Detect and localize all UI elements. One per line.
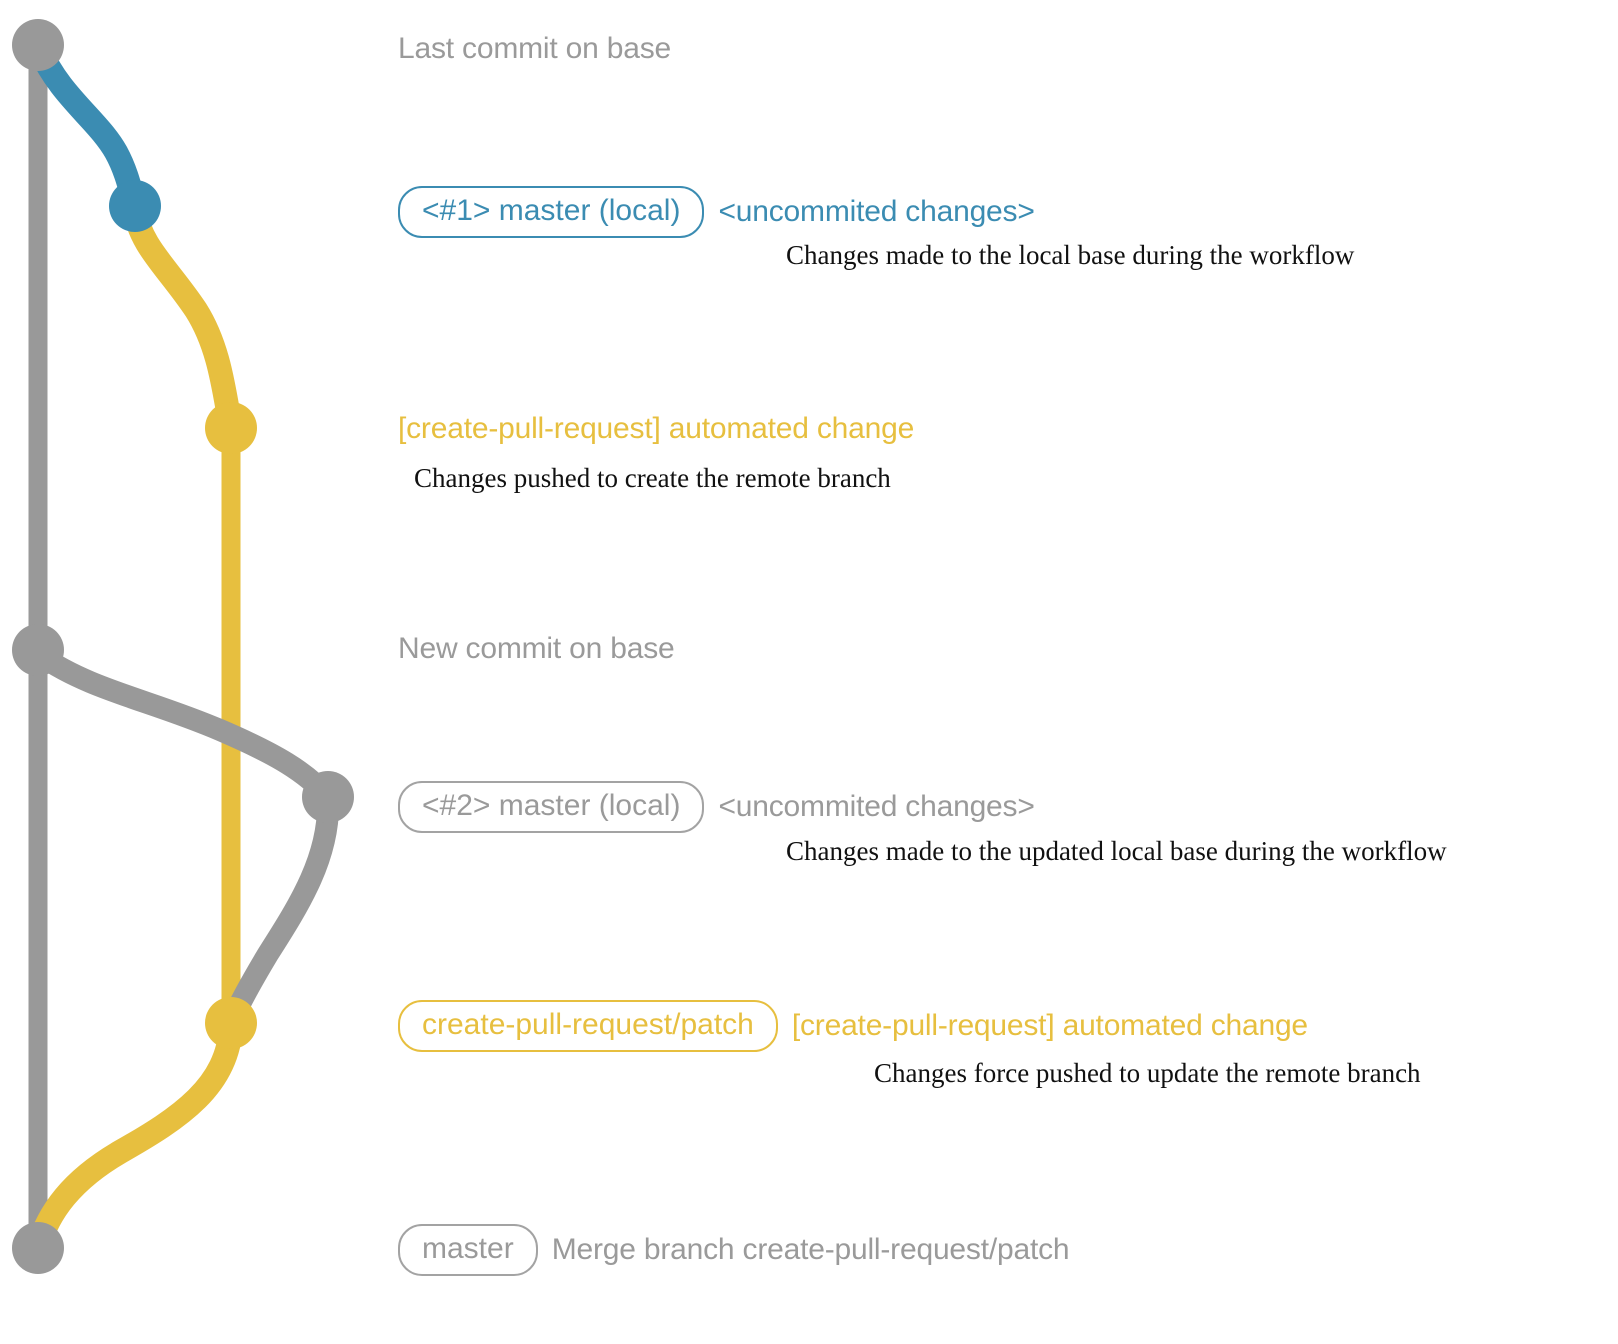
ref-pill-master-local-1[interactable]: <#1> master (local) (398, 186, 705, 238)
commit-node-master-merge (12, 1222, 64, 1274)
commit-message-master-local-2: <uncommited changes> (718, 789, 1035, 823)
ref-pill-create-pull-request-patch[interactable]: create-pull-request/patch (398, 1000, 778, 1052)
commit-node-patch-2 (205, 997, 257, 1049)
commit-node-local-1 (109, 180, 161, 232)
commit-title-automated-change-1: [create-pull-request] automated change (398, 412, 915, 445)
commit-node-base-top (12, 19, 64, 71)
commit-message-create-pull-request-patch: [create-pull-request] automated change (791, 1008, 1308, 1042)
branch-line-local-1 (28, 38, 147, 218)
annotation-master-local-1: <#1> master (local) <uncommited changes> (398, 186, 1035, 238)
commit-message-master-merge: Merge branch create-pull-request/patch (551, 1232, 1070, 1266)
annotation-last-commit-on-base: Last commit on base (398, 32, 671, 66)
ref-pill-master-local-2[interactable]: <#2> master (local) (398, 781, 705, 833)
branch-line-local-2 (29, 644, 339, 808)
annotation-automated-change-1: [create-pull-request] automated change (398, 412, 914, 446)
label-row-master-local-1: <#1> master (local) <uncommited changes> (398, 186, 1035, 238)
branch-line-patch-merge (26, 1014, 243, 1260)
commit-description-master-local-2: Changes made to the updated local base d… (786, 836, 1447, 866)
label-row-create-pull-request-patch: create-pull-request/patch [create-pull-r… (398, 1000, 1308, 1052)
annotation-new-commit-on-base: New commit on base (398, 632, 675, 666)
commit-title-last-commit-on-base: Last commit on base (398, 32, 671, 65)
branch-line-local-2-to-patch (220, 789, 340, 1034)
annotation-master-merge: master Merge branch create-pull-request/… (398, 1224, 1070, 1276)
label-row-master-local-2: <#2> master (local) <uncommited changes> (398, 781, 1035, 833)
commit-node-local-2 (302, 771, 354, 823)
annotation-master-local-2: <#2> master (local) <uncommited changes> (398, 781, 1035, 833)
commit-node-patch-1 (205, 402, 257, 454)
commit-description-master-local-1: Changes made to the local base during th… (786, 240, 1355, 270)
commit-description-create-pull-request-patch: Changes force pushed to update the remot… (874, 1058, 1421, 1088)
commit-message-master-local-1: <uncommited changes> (718, 194, 1035, 228)
commit-node-base-new (12, 624, 64, 676)
label-row-master-merge: master Merge branch create-pull-request/… (398, 1224, 1070, 1276)
ref-pill-master[interactable]: master (398, 1224, 538, 1276)
commit-title-new-commit-on-base: New commit on base (398, 632, 675, 665)
annotation-create-pull-request-patch: create-pull-request/patch [create-pull-r… (398, 1000, 1308, 1052)
branch-line-patch-create (123, 198, 243, 440)
commit-description-automated-change-1: Changes pushed to create the remote bran… (414, 463, 891, 493)
